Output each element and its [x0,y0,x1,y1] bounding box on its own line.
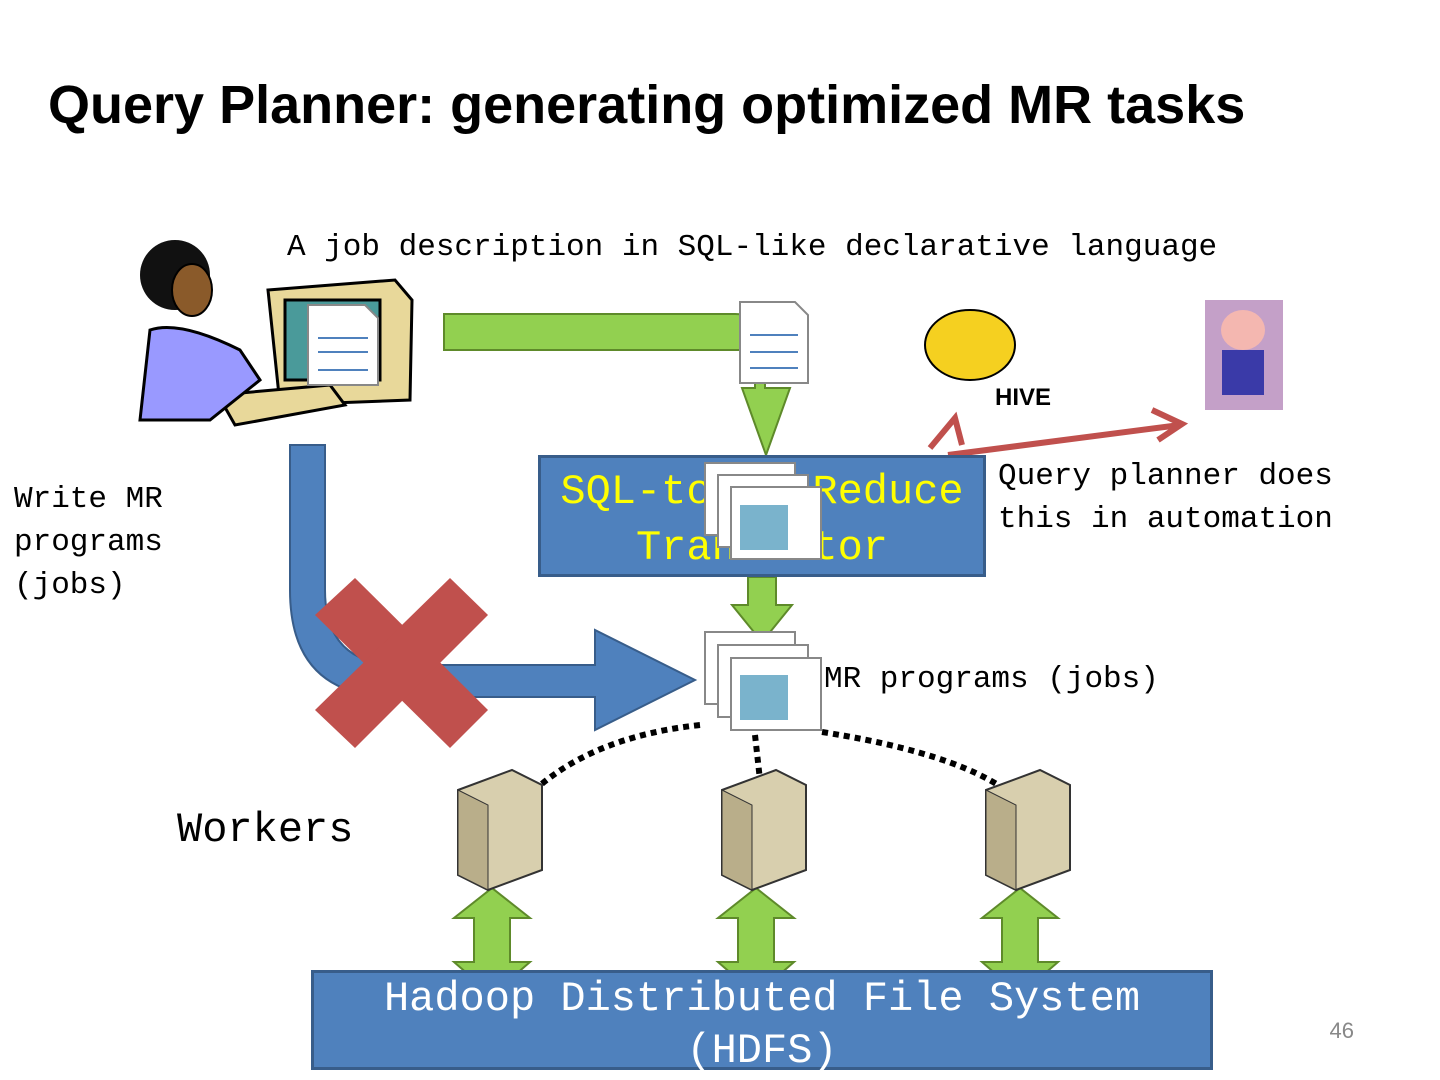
server-icon-1 [457,768,543,892]
document-icon-2 [739,301,809,384]
slide-title: Query Planner: generating optimized MR t… [48,75,1246,135]
workers-label: Workers [177,806,354,854]
mr-programs-label: MR programs (jobs) [824,662,1159,697]
server-icon-2 [721,768,807,892]
hdfs-line1: Hadoop Distributed File System [383,975,1141,1023]
translator-line2: Translator [635,524,889,572]
green-down-arrow [729,576,795,644]
write-mr-line1: Write MR [14,482,163,517]
translator-line1: SQL-to-MapReduce [560,468,964,516]
red-cross-icon [315,578,488,748]
red-arrows [927,407,1189,458]
page-number: 46 [1329,1018,1354,1043]
query-planner-line1: Query planner does [998,459,1333,494]
job-description-label: A job description in SQL-like declarativ… [287,230,1218,265]
server-icon-3 [985,768,1071,892]
write-mr-line2: programs [14,525,163,560]
server-icons [457,768,1071,892]
translator-box: SQL-to-MapReduce Translator [538,455,986,577]
green-flow-arrow [443,313,792,458]
double-arrows [451,886,1061,997]
write-mr-line3: (jobs) [14,568,126,603]
query-planner-line2: this in automation [998,502,1333,537]
hive-logo-icon: HIVE [924,309,1051,411]
pig-logo-icon [1205,300,1283,410]
hive-logo-text: HIVE [995,384,1051,411]
query-planner-label: Query planner does this in automation [998,455,1333,541]
hdfs-line2: (HDFS) [686,1027,838,1075]
hdfs-box: Hadoop Distributed File System (HDFS) [311,970,1213,1075]
write-mr-label: Write MR programs (jobs) [14,478,163,607]
document-icon-1 [307,304,379,386]
